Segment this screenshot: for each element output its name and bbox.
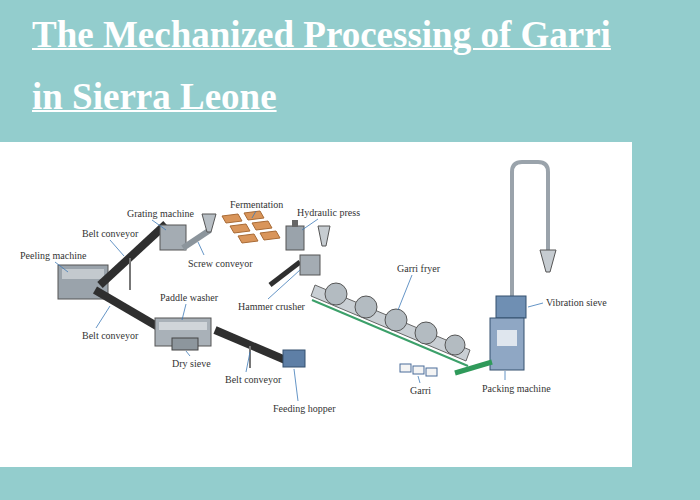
leader-line (294, 369, 298, 401)
leader-line (246, 352, 250, 372)
leader-line (198, 242, 204, 255)
screw-conveyor (183, 230, 210, 248)
part-label: Belt conveyor (82, 228, 138, 239)
part-label: Peeling machine (20, 250, 86, 261)
leader-line (418, 376, 420, 383)
garri-bag (426, 368, 437, 376)
hydraulic-press (286, 226, 304, 250)
fryer-pan (445, 335, 465, 355)
belt-conveyor (95, 290, 160, 328)
fryer-rail (312, 300, 468, 366)
cyclone (318, 226, 330, 246)
part-label: Packing machine (482, 383, 551, 394)
garri-bag (413, 366, 424, 374)
part-label: Belt conveyor (225, 374, 281, 385)
fermentation-tray (252, 221, 272, 230)
page-title: The Mechanized Processing of Garri in Si… (32, 4, 632, 128)
part-label: Feeding hopper (273, 403, 336, 414)
output-conveyor (455, 362, 492, 373)
screw-hopper (202, 214, 216, 232)
leader-line (398, 275, 412, 310)
part-label: Garri fryer (397, 263, 440, 274)
image-panel (0, 142, 632, 467)
belt-conveyor (215, 330, 290, 362)
packing-machine (490, 318, 524, 370)
leader-line (268, 270, 300, 299)
fermentation-tray (230, 224, 250, 233)
part-label: Vibration sieve (546, 297, 607, 308)
leader-line (302, 219, 318, 230)
fryer-pan (415, 322, 437, 344)
leader-line (152, 220, 166, 230)
leader-line (528, 303, 543, 307)
fermentation-tray (260, 231, 280, 240)
packing-panel (497, 330, 517, 346)
hammer-crusher (300, 255, 320, 275)
leader-line (96, 306, 110, 328)
cyclone (540, 250, 556, 272)
dry-sieve (172, 338, 198, 350)
leader-line (186, 351, 190, 356)
part-label: Paddle washer (160, 292, 218, 303)
part-label: Screw conveyor (188, 258, 253, 269)
washer-tank (159, 322, 207, 330)
fryer-pan (325, 283, 347, 305)
feeding-hopper (283, 350, 305, 367)
pneumatic-pipe (512, 162, 548, 300)
fermentation-tray (238, 234, 258, 243)
part-label: Fermentation (230, 199, 283, 210)
part-label: Grating machine (127, 208, 194, 219)
press-cylinder (292, 220, 298, 227)
fermentation-tray (244, 211, 264, 220)
leader-line (252, 211, 256, 218)
fryer-pan (355, 296, 377, 318)
part-label: Dry sieve (172, 358, 211, 369)
part-label: Belt conveyor (82, 330, 138, 341)
part-label: Garri (410, 385, 431, 396)
garri-bag (400, 364, 411, 372)
conveyor-leg (129, 258, 131, 290)
leader-line (505, 371, 506, 380)
fermentation-tray (222, 214, 242, 223)
leader-line (182, 304, 186, 320)
fryer-pan (385, 309, 407, 331)
part-label: Hammer crusher (238, 301, 305, 312)
crusher-conveyor (270, 262, 300, 285)
part-label: Hydraulic press (297, 207, 360, 218)
peeling-drum (62, 269, 104, 279)
leader-line (55, 262, 68, 272)
vibration-sieve (496, 296, 526, 318)
leader-line (110, 240, 124, 256)
